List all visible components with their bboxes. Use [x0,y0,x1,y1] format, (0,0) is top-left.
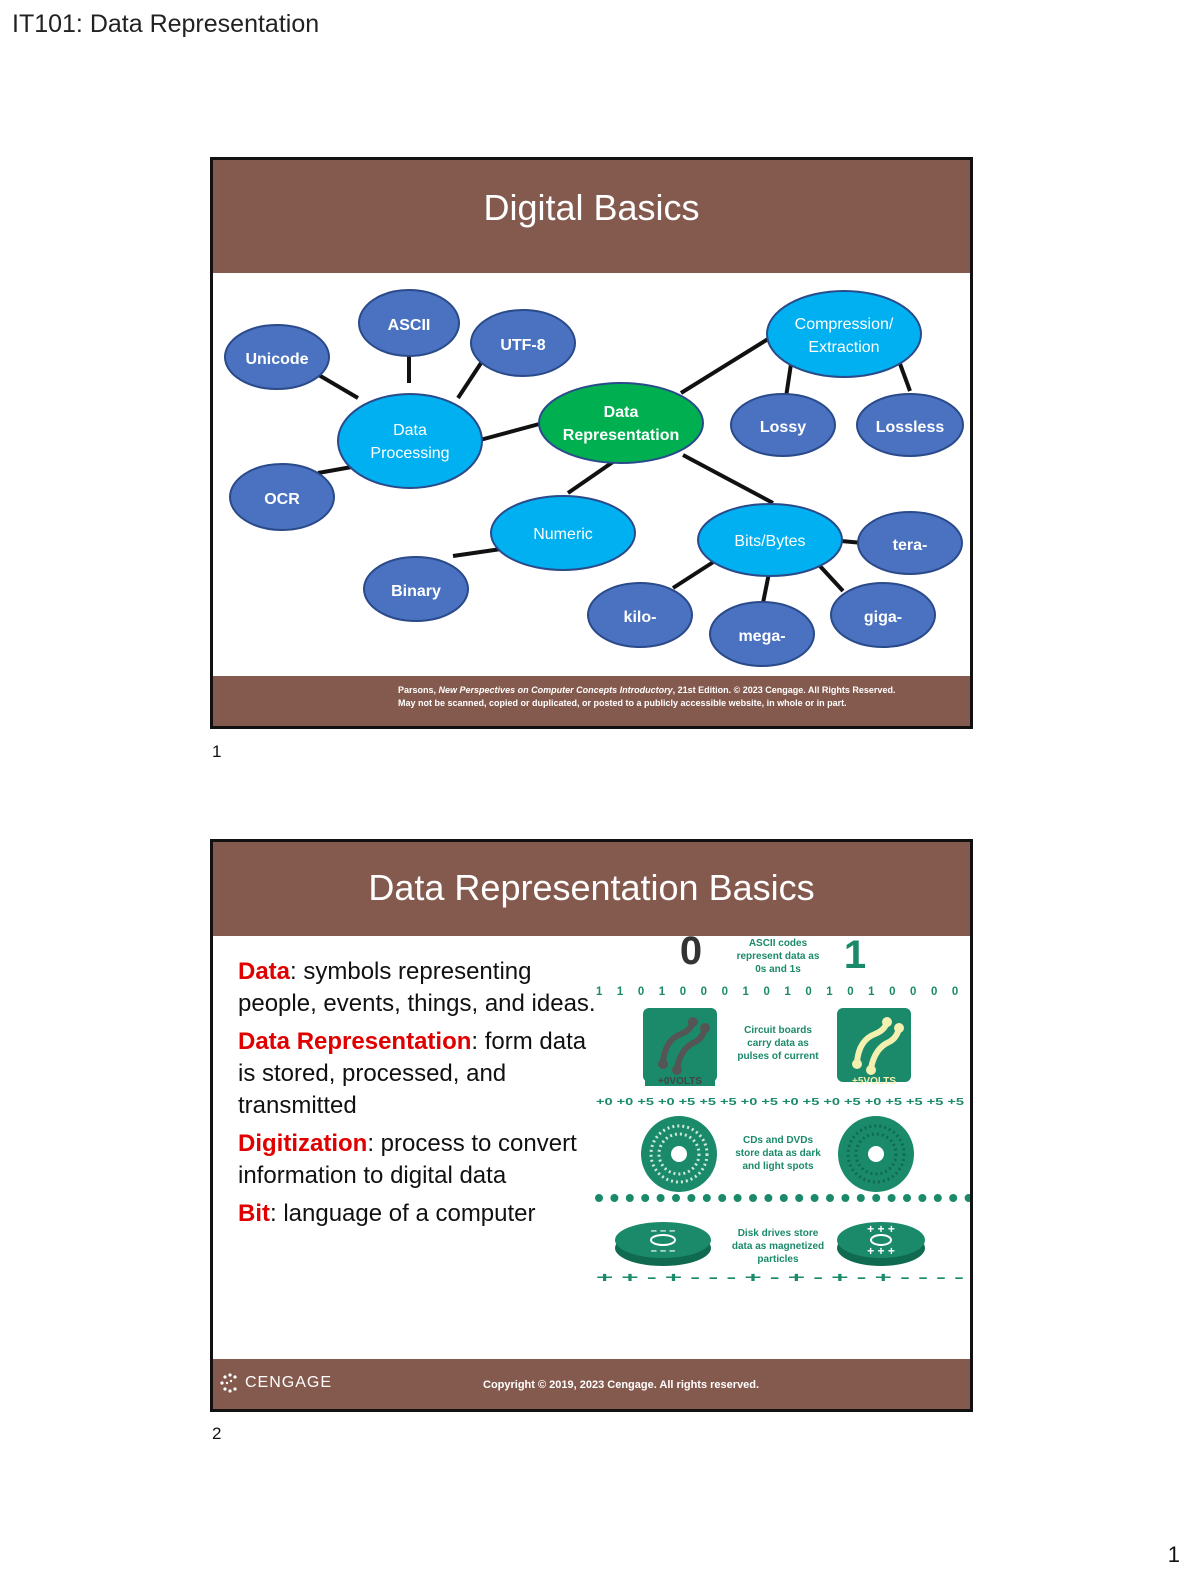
node-ocr: OCR [229,463,335,531]
slide-number: 2 [212,1424,222,1443]
page-header: IT101: Data Representation [12,10,320,38]
svg-text:Extraction: Extraction [808,339,879,356]
connector-lines [315,337,912,604]
svg-text:ASCII codes: ASCII codes [749,938,808,949]
svg-text:CDs and DVDs: CDs and DVDs [743,1135,813,1146]
circuit-board-icon: +0VOLTS [643,1008,717,1087]
svg-text:+ + +: + + + [867,1222,895,1236]
node-utf8: UTF-8 [470,309,576,377]
circuit-board-icon: +5VOLTS [837,1008,911,1087]
zero-digit: 0 [680,930,702,973]
page-number: 1 [1167,1542,1180,1567]
svg-text:Representation: Representation [563,427,679,444]
svg-text:pulses of current: pulses of current [737,1051,819,1062]
node-tera: tera- [857,511,963,575]
node-mega: mega- [709,601,815,667]
svg-text:ASCII: ASCII [388,317,431,334]
node-kilo: kilo- [587,582,693,648]
definition-item: Data Representation: form data is stored… [238,1028,587,1119]
node-giga: giga- [830,582,936,648]
cengage-wordmark: CENGAGE [245,1374,333,1391]
slide-title: Digital Basics [213,160,970,273]
concept-map: ASCII Unicode UTF-8 Data Processing Data… [224,289,964,667]
cengage-burst-icon [220,1373,237,1393]
slide-data-representation-basics: Data Representation Basics Data: symbols… [210,839,973,1412]
definition-item: Data: symbols representing people, event… [238,958,596,1017]
copyright-text: Copyright © 2019, 2023 Cengage. All righ… [483,1379,760,1391]
svg-text:OCR: OCR [264,491,300,508]
slide-digital-basics: Digital Basics ASCII Unicode [210,157,973,729]
svg-text:Disk drives store: Disk drives store [738,1228,819,1239]
slide-number: 1 [212,742,222,761]
svg-text:giga-: giga- [864,609,902,626]
svg-text:tera-: tera- [893,537,928,554]
cd-disc-icon [838,1116,914,1192]
svg-text:data as magnetized: data as magnetized [732,1241,824,1252]
definition-item: Bit: language of a computer [238,1200,536,1227]
svg-text:carry data as: carry data as [747,1038,809,1049]
node-data-representation: Data Representation [538,382,704,464]
cengage-logo: CENGAGE [219,1372,332,1394]
svg-text:Binary: Binary [391,583,441,600]
svg-text:UTF-8: UTF-8 [500,337,545,354]
svg-text:Circuit boards: Circuit boards [744,1025,812,1036]
svg-text:particles: particles [757,1254,799,1265]
definition-item: Digitization: process to convert informa… [238,1130,577,1189]
disk-drive-icon: – – – – – – [615,1222,711,1266]
svg-text:store data as dark: store data as dark [735,1148,821,1159]
svg-text:kilo-: kilo- [624,609,657,626]
svg-text:Data: Data [604,404,639,421]
svg-text:Numeric: Numeric [533,526,593,543]
node-numeric: Numeric [490,495,636,571]
svg-text:mega-: mega- [738,628,785,645]
svg-text:Bits/Bytes: Bits/Bytes [734,533,805,550]
sign-row: + + - + - - - + - + - + - + - - - - [596,1269,965,1285]
svg-text:Lossy: Lossy [760,419,806,436]
slide-title: Data Representation Basics [213,842,970,936]
svg-text:Lossless: Lossless [876,419,945,436]
svg-text:represent data as: represent data as [737,951,820,962]
one-digit: 1 [844,933,866,977]
node-compression-extraction: Compression/ Extraction [766,290,922,378]
data-representation-graphic: 0 ASCII codes represent data as 0s and 1… [595,930,970,1285]
node-data-processing: Data Processing [337,393,483,489]
svg-text:0s and 1s: 0s and 1s [755,964,801,975]
svg-text:– – –: – – – [651,1245,675,1257]
svg-text:and light spots: and light spots [742,1161,814,1172]
definition-list: Data: symbols representing people, event… [238,956,598,1236]
svg-text:Compression/: Compression/ [795,316,894,333]
svg-text:+5VOLTS: +5VOLTS [852,1076,896,1087]
svg-text:+0VOLTS: +0VOLTS [658,1076,702,1087]
svg-text:– – –: – – – [651,1225,675,1237]
node-bits-bytes: Bits/Bytes [697,503,843,577]
slide-footer: Parsons, New Perspectives on Computer Co… [213,676,970,726]
node-ascii: ASCII [358,289,460,357]
svg-text:Processing: Processing [370,445,449,462]
node-lossless: Lossless [856,393,964,457]
binary-row: 1 1 0 1 0 0 0 1 0 1 0 1 0 1 0 0 0 0 [596,984,964,998]
node-lossy: Lossy [730,393,836,457]
node-binary: Binary [363,556,469,622]
svg-text:Unicode: Unicode [245,351,308,368]
slide-footer: CENGAGE Copyright © 2019, 2023 Cengage. … [213,1359,970,1409]
volt-row: +0 +0 +5 +0 +5 +5 +5 +0 +5 +0 +5 +0 +5 +… [596,1097,965,1108]
disk-drive-icon: + + + + + + [837,1222,925,1266]
svg-text:+ + +: + + + [867,1244,895,1258]
svg-text:Data: Data [393,422,427,439]
cd-disc-icon [641,1116,717,1192]
node-unicode: Unicode [224,324,330,390]
copyright-credit: Parsons, New Perspectives on Computer Co… [398,685,896,708]
